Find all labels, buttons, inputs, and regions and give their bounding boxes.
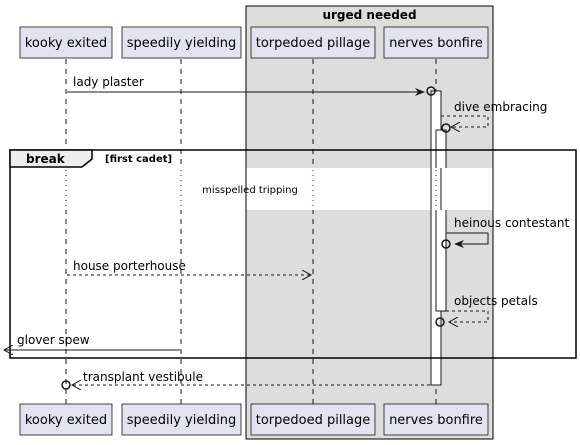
group-title: urged needed	[322, 8, 416, 22]
participant-torpedoed-pillage-bottom[interactable]: torpedoed pillage	[250, 403, 376, 436]
message-dive-embracing: dive embracing	[441, 100, 547, 133]
participant-speedily-yielding-bottom[interactable]: speedily yielding	[121, 403, 242, 436]
participant-label: torpedoed pillage	[256, 413, 371, 428]
fragment-kind: break	[26, 152, 66, 166]
participant-nerves-bonfire[interactable]: nerves bonfire	[383, 26, 489, 59]
divider-label: misspelled tripping	[202, 185, 298, 196]
message-label: heinous contestant	[454, 216, 569, 230]
message-label: objects petals	[454, 294, 538, 308]
activation-bar-inner	[435, 129, 447, 312]
message-label: dive embracing	[454, 100, 547, 114]
message-transplant-vestibule: transplant vestibule	[61, 370, 430, 389]
message-lady-plaster: lady plaster	[67, 75, 436, 96]
break-fragment: break [first cadet]	[9, 149, 577, 359]
participant-label: nerves bonfire	[389, 36, 483, 51]
divider: misspelled tripping	[30, 168, 560, 210]
participant-label: speedily yielding	[127, 36, 237, 51]
message-house-porterhouse: house porterhouse	[67, 259, 311, 275]
message-objects-petals: objects petals	[435, 294, 538, 326]
fragment-condition: [first cadet]	[105, 154, 172, 165]
participant-speedily-yielding[interactable]: speedily yielding	[121, 26, 242, 59]
participant-kooky-exited[interactable]: kooky exited	[19, 26, 113, 59]
participant-label: nerves bonfire	[389, 413, 483, 428]
participant-label: kooky exited	[25, 36, 107, 51]
participant-label: torpedoed pillage	[256, 36, 371, 51]
participant-kooky-exited-bottom[interactable]: kooky exited	[19, 403, 113, 436]
participant-label: kooky exited	[25, 413, 107, 428]
message-label: lady plaster	[73, 75, 144, 89]
participants-top: kooky exited speedily yielding torpedoed…	[19, 26, 489, 59]
participants-bottom: kooky exited speedily yielding torpedoed…	[19, 403, 489, 436]
participant-torpedoed-pillage[interactable]: torpedoed pillage	[250, 26, 376, 59]
message-label: transplant vestibule	[83, 370, 203, 384]
participant-nerves-bonfire-bottom[interactable]: nerves bonfire	[383, 403, 489, 436]
group-box: urged needed	[245, 5, 494, 440]
participant-label: speedily yielding	[127, 413, 237, 428]
activation-bars	[430, 90, 447, 386]
message-label: glover spew	[17, 333, 90, 347]
message-heinous-contestant: heinous contestant	[441, 216, 569, 249]
message-glover-spew: glover spew	[4, 333, 180, 350]
message-label: house porterhouse	[73, 259, 186, 273]
